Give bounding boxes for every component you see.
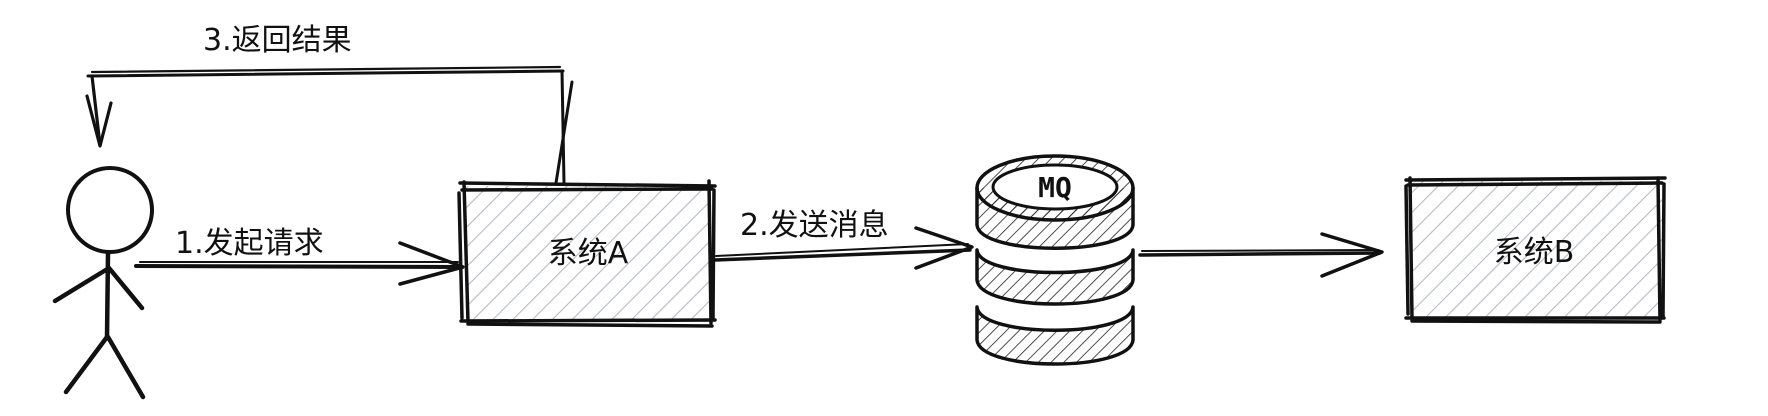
system-a-box — [457, 179, 717, 328]
system-b-label: 系统B — [1494, 235, 1575, 270]
user-figure — [52, 166, 154, 400]
step-2-label: 2.发送消息 — [740, 208, 889, 243]
send-arrow — [713, 226, 974, 270]
system-a-label: 系统A — [548, 236, 629, 271]
step-1-label: 1.发起请求 — [175, 226, 324, 261]
step-3-label: 3.返回结果 — [203, 23, 352, 58]
system-b-box — [1404, 176, 1667, 324]
mq-database — [975, 154, 1135, 366]
request-arrow — [134, 241, 465, 286]
return-arrow — [85, 65, 574, 185]
mq-to-system-b-arrow — [1138, 232, 1384, 278]
mq-label: MQ — [1038, 171, 1072, 204]
